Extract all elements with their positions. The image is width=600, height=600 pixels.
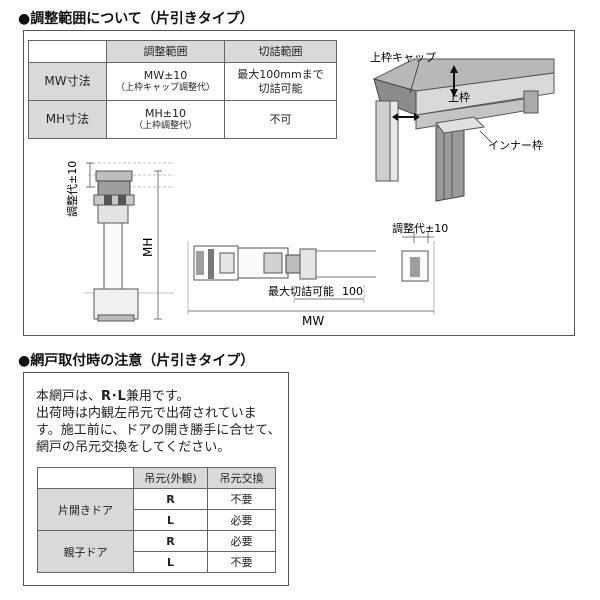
notice-text: 本網戸は、R･L兼用です。 出荷時は内観左吊元で出荷されています。施工前に、ドア… [36, 388, 281, 456]
vertical-section [84, 162, 174, 322]
table-row: MH寸法 MH±10 （上枠調整代） 不可 [28, 100, 337, 139]
table-row: L 必要 [38, 509, 276, 531]
label-max-cut: 最大切詰可能 [268, 284, 334, 298]
mh-range-value: MH±10 [145, 107, 186, 120]
mh-range-cell: MH±10 （上枠調整代） [106, 100, 225, 139]
header-hinge-swap: 吊元交換 [207, 467, 276, 489]
table-row: L 不要 [38, 551, 276, 573]
mw-range-cell: MW±10 （上枠キャップ調整代） [106, 62, 225, 101]
row-label-double-door: 親子ドア [37, 530, 134, 573]
single-door-r-swap: 不要 [207, 488, 276, 510]
mh-range-note: （上枠調整代） [133, 120, 197, 131]
table-row: 片開きドア R 不要 [37, 488, 276, 531]
table-row: 親子ドア R 必要 [37, 530, 276, 573]
adjust-diagram: 上枠キャップ 上枠 インナー枠 調整代±10 MH [65, 50, 555, 328]
single-door-r: R [133, 488, 208, 510]
label-top-frame: 上枠 [448, 90, 470, 104]
label-adjust-horizontal: 調整代±10 [392, 221, 448, 235]
section-title-adjust-range: ●調整範囲について（片引きタイプ） [18, 11, 254, 27]
double-door-l-swap: 不要 [207, 551, 276, 573]
frame-illustration [372, 58, 555, 202]
label-adjust-vertical: 調整代±10 [65, 161, 79, 217]
label-mh: MH [141, 238, 155, 257]
single-door-l: L [133, 509, 208, 531]
header-hinge-side: 吊元(外観) [133, 467, 208, 489]
label-mw: MW [302, 314, 324, 328]
single-door-l-swap: 必要 [207, 509, 276, 531]
mw-cut-value: 最大100mmまで [237, 67, 324, 81]
label-max-cut-value: 100 [342, 285, 363, 298]
row-label-single-door: 片開きドア [37, 488, 134, 531]
notice-line1-post: 兼用です。 [125, 389, 190, 404]
double-door-r-swap: 必要 [207, 530, 276, 552]
mw-cut-note: 切詰可能 [258, 81, 303, 95]
notice-body: 出荷時は内観左吊元で出荷されています。施工前に、ドアの開き勝手に合せて、網戸の吊… [36, 406, 281, 455]
double-door-r: R [133, 530, 208, 552]
hinge-swap-table: 吊元(外観) 吊元交換 片開きドア R 不要 L 必要 親子ドア R 必要 L … [37, 467, 276, 573]
label-top-cap: 上枠キャップ [370, 50, 436, 64]
mw-range-note: （上枠キャップ調整代） [115, 82, 215, 93]
mh-cut-value: 不可 [269, 112, 292, 126]
mw-range-value: MW±10 [143, 69, 188, 82]
section-title-screen-notice: ●網戸取付時の注意（片引きタイプ） [18, 353, 255, 369]
horizontal-section [187, 231, 435, 315]
row-label-mw: MW寸法 [28, 62, 107, 101]
double-door-l: L [133, 551, 208, 573]
row-label-mh: MH寸法 [28, 100, 107, 139]
table-corner [28, 40, 107, 63]
notice-rl: R･L [101, 389, 126, 404]
header-cut-range: 切詰範囲 [224, 40, 337, 63]
table-corner [37, 467, 134, 489]
mh-cut-cell: 不可 [224, 100, 337, 139]
label-inner-frame: インナー枠 [488, 138, 543, 152]
adjust-range-table: 調整範囲 切詰範囲 MW寸法 MW±10 （上枠キャップ調整代） 最大100mm… [28, 40, 337, 139]
notice-line1-pre: 本網戸は、 [36, 389, 102, 404]
